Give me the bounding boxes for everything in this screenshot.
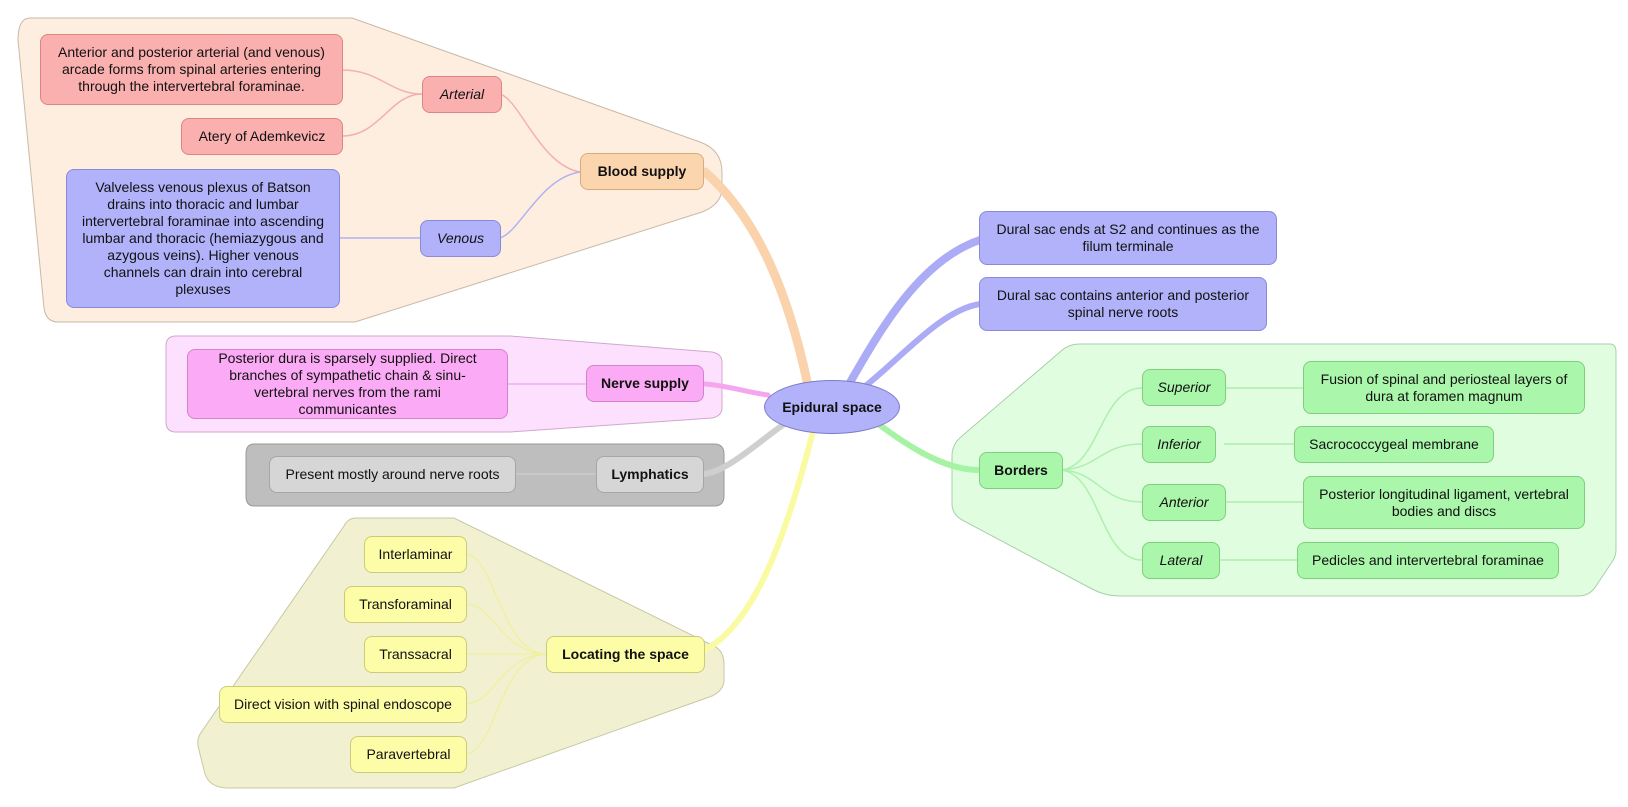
edge-blood-arterial	[499, 93, 581, 173]
locating-item-endoscope[interactable]: Direct vision with spinal endoscope	[219, 686, 467, 723]
lymphatics-node[interactable]: Lymphatics	[596, 456, 704, 493]
edge-loc-1	[464, 553, 547, 655]
edge-loc-2	[464, 603, 547, 655]
edge-borders-1	[1060, 387, 1143, 471]
edge-blood-venous	[499, 171, 581, 239]
borders-node[interactable]: Borders	[979, 452, 1063, 489]
venous-detail-batson[interactable]: Valveless venous plexus of Batson drains…	[66, 169, 340, 308]
blood-supply-node[interactable]: Blood supply	[580, 153, 704, 190]
locating-item-transsacral[interactable]: Transsacral	[364, 636, 467, 673]
center-connectors	[700, 167, 984, 653]
venous-node[interactable]: Venous	[420, 220, 501, 257]
locating-space-node[interactable]: Locating the space	[546, 636, 705, 673]
locating-item-interlaminar[interactable]: Interlaminar	[364, 536, 467, 573]
edge-borders-2	[1060, 443, 1143, 471]
central-topic[interactable]: Epidural space	[764, 380, 900, 434]
lymphatics-detail[interactable]: Present mostly around nerve roots	[269, 456, 516, 493]
edge-center-locating	[702, 421, 818, 653]
edge-arterial-detail2	[341, 93, 423, 137]
edge-loc-5	[464, 653, 547, 755]
locating-item-paravertebral[interactable]: Paravertebral	[350, 736, 467, 773]
edge-arterial-detail1	[341, 69, 423, 95]
edge-center-dural2	[855, 301, 983, 395]
border-lateral-node[interactable]: Lateral	[1142, 542, 1220, 579]
locating-item-transforaminal[interactable]: Transforaminal	[344, 586, 467, 623]
border-lateral-detail[interactable]: Pedicles and intervertebral foraminae	[1297, 542, 1559, 579]
edge-borders-4	[1060, 469, 1143, 561]
edge-loc-4	[464, 653, 547, 705]
edge-center-blood	[700, 167, 813, 391]
nerve-supply-detail[interactable]: Posterior dura is sparsely supplied. Dir…	[187, 349, 508, 419]
border-anterior-node[interactable]: Anterior	[1142, 484, 1226, 521]
edge-center-lymph	[702, 417, 793, 477]
edge-center-dural1	[844, 236, 984, 390]
arterial-detail-arcade[interactable]: Anterior and posterior arterial (and ven…	[40, 34, 343, 105]
border-inferior-node[interactable]: Inferior	[1142, 426, 1216, 463]
border-superior-detail[interactable]: Fusion of spinal and periosteal layers o…	[1303, 361, 1585, 414]
dural-sac-ends-node[interactable]: Dural sac ends at S2 and continues as th…	[979, 211, 1277, 265]
dural-sac-contains-node[interactable]: Dural sac contains anterior and posterio…	[979, 277, 1267, 331]
arterial-node[interactable]: Arterial	[422, 76, 502, 113]
branch-connectors	[339, 69, 1303, 755]
border-anterior-detail[interactable]: Posterior longitudinal ligament, vertebr…	[1303, 476, 1585, 529]
border-inferior-detail[interactable]: Sacrococcygeal membrane	[1294, 426, 1494, 463]
nerve-supply-node[interactable]: Nerve supply	[586, 365, 704, 402]
border-superior-node[interactable]: Superior	[1142, 369, 1226, 406]
edge-center-nerve	[702, 381, 771, 398]
arterial-detail-ademkevicz[interactable]: Atery of Ademkevicz	[181, 118, 343, 155]
edge-borders-3	[1060, 469, 1143, 503]
